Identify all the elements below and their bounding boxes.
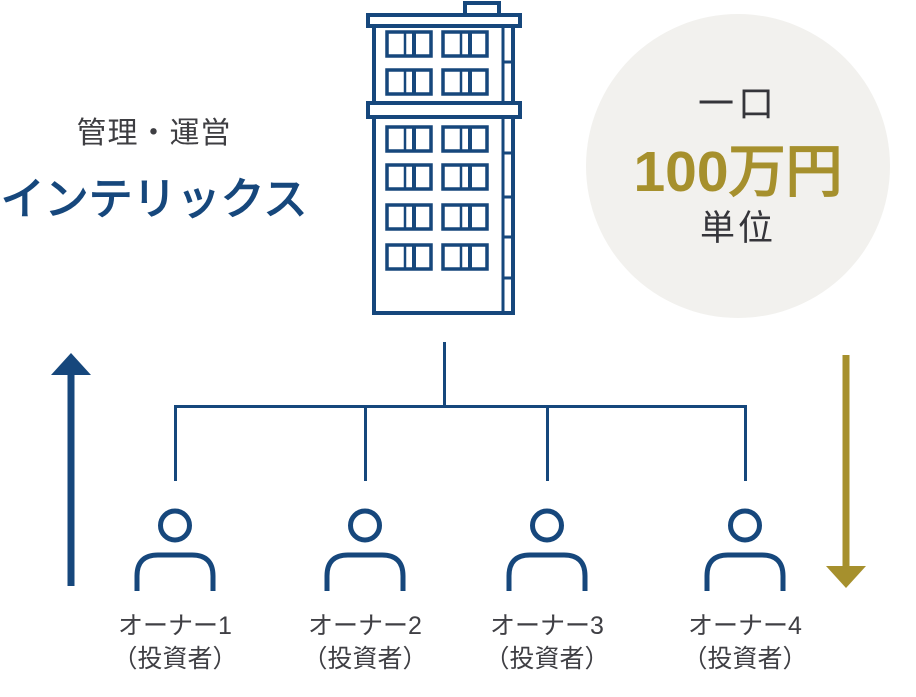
owner-label-2: オーナー2 （投資者） <box>285 610 445 676</box>
owner-label-3: オーナー3 （投資者） <box>467 610 627 676</box>
building-icon <box>366 1 522 315</box>
price-badge-amount: 100万円 <box>633 139 843 204</box>
owner-sub-label: （投資者） <box>682 645 808 673</box>
manager-role-text: 管理・運営 <box>76 117 232 150</box>
manager-name-text: インテリックス <box>0 175 308 224</box>
down-arrow-icon <box>826 355 866 588</box>
owner-sub-label: （投資者） <box>484 645 610 673</box>
owner-name: オーナー2 <box>308 612 422 640</box>
price-badge-unit: 単位 <box>699 208 776 248</box>
connector-drop-1 <box>173 404 177 481</box>
owner-label-4: オーナー4 （投資者） <box>665 610 825 676</box>
price-badge-line1: 一口 <box>697 82 778 124</box>
connector-drop-2 <box>363 404 367 481</box>
manager-label: 管理・運営 インテリックス <box>0 108 308 227</box>
person-icon <box>324 508 406 591</box>
person-icon <box>506 508 588 591</box>
owner-sub-label: （投資者） <box>302 645 428 673</box>
owner-name: オーナー1 <box>118 612 232 640</box>
connector-drop-4 <box>743 404 747 481</box>
connector-horizontal <box>173 404 747 408</box>
connector-building-stem <box>442 342 446 405</box>
owner-sub-label: （投資者） <box>112 645 238 673</box>
connector-drop-3 <box>545 404 549 481</box>
person-icon <box>134 508 216 591</box>
owner-label-1: オーナー1 （投資者） <box>95 610 255 676</box>
up-arrow-icon <box>51 353 91 586</box>
owner-name: オーナー3 <box>490 612 604 640</box>
person-icon <box>704 508 786 591</box>
owner-name: オーナー4 <box>688 612 802 640</box>
price-badge: 一口 100万円 単位 <box>586 14 890 318</box>
